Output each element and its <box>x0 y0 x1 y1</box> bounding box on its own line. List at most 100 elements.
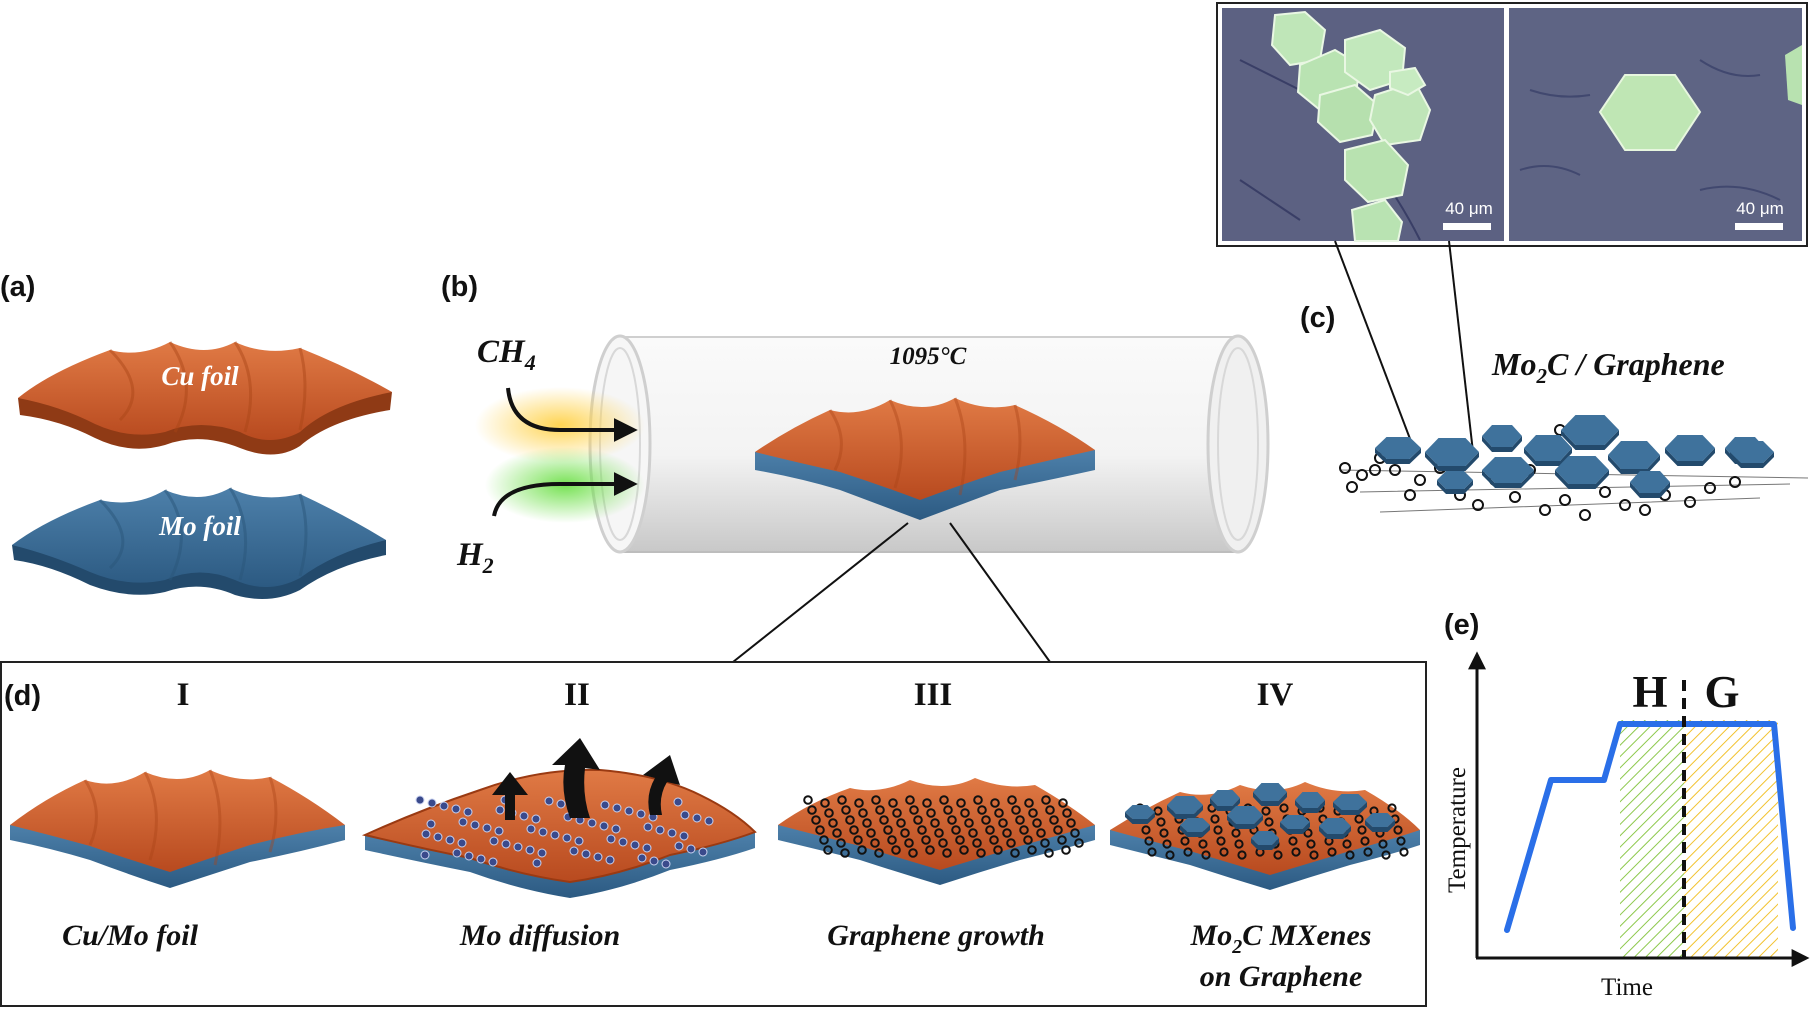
carbon-ring <box>1369 464 1381 476</box>
carbon-ring <box>981 815 991 825</box>
mo-atom <box>618 837 628 847</box>
carbon-ring <box>1261 806 1271 816</box>
carbon-ring <box>1231 828 1241 838</box>
mo-atom <box>532 858 542 868</box>
mo2c-flake <box>1630 471 1670 493</box>
mo-atom <box>600 800 610 810</box>
mo-atom <box>550 830 560 840</box>
cu-foil: Cu foil <box>18 341 392 455</box>
carbon-ring <box>1273 850 1283 860</box>
mo2c-flake-edge <box>1319 826 1351 839</box>
carbon-ring <box>900 828 910 838</box>
carbon-ring <box>964 818 974 828</box>
mo2c-flake <box>1180 818 1210 832</box>
carbon-ring <box>1360 836 1370 846</box>
mo-atom <box>433 832 443 842</box>
mo-atom <box>556 799 566 809</box>
carbon-ring <box>925 845 935 855</box>
stage-2-number: II <box>564 677 590 713</box>
carbon-ring <box>1472 499 1484 511</box>
carbon-ring <box>1011 805 1021 815</box>
carbon-ring <box>803 795 813 805</box>
x-axis-label: Time <box>1601 974 1653 1001</box>
carbon-ring <box>1141 825 1151 835</box>
carbon-ring <box>1147 847 1157 857</box>
carbon-ring <box>823 845 833 855</box>
mo2c-flake <box>1125 805 1155 819</box>
carbon-ring <box>939 795 949 805</box>
mo2c-flake-edge <box>1437 480 1473 494</box>
mo2c-flake <box>1253 783 1287 801</box>
carbon-ring <box>1345 850 1355 860</box>
mo2c-flake <box>1365 813 1395 827</box>
carbon-ring <box>1053 825 1063 835</box>
mo-atom <box>464 851 474 861</box>
mo2c-flake-edge <box>1253 792 1287 806</box>
carbon-ring <box>871 795 881 805</box>
carbon-ring <box>888 798 898 808</box>
carbon-ring <box>1234 839 1244 849</box>
diffusion-arrow-2 <box>552 738 600 818</box>
carbon-ring <box>942 848 952 858</box>
carbon-ring <box>1387 803 1397 813</box>
mo2c-flakes <box>1375 415 1774 498</box>
mo2c-flake <box>1524 435 1572 461</box>
mo2c-flake <box>1280 815 1310 829</box>
carbon-ring <box>858 808 868 818</box>
mo2c-flake <box>1167 796 1203 814</box>
carbon-ring <box>879 815 889 825</box>
mo2c-flake-edge <box>1730 452 1774 468</box>
carbon-ring <box>1619 499 1631 511</box>
carbon-ring <box>913 815 923 825</box>
zoom-line-right <box>949 522 1051 663</box>
mo-atom <box>458 817 468 827</box>
carbon-ring <box>1010 848 1020 858</box>
panel-c-title: Mo2C / Graphene <box>1491 346 1725 388</box>
mo2c-flake-edge <box>1180 825 1210 837</box>
mo2c-flake-edge <box>1251 838 1279 850</box>
carbon-ring <box>930 818 940 828</box>
panel-e-label: (e) <box>1444 609 1479 641</box>
mo2c-flake-edge <box>1555 470 1609 489</box>
panel-d-frame <box>0 661 1427 1007</box>
carbon-ring <box>955 835 965 845</box>
carbon-ring <box>875 805 885 815</box>
stage-3-caption: Graphene growth <box>827 919 1045 952</box>
carbon-ring <box>1045 805 1055 815</box>
mo-atom <box>482 823 492 833</box>
carbon-ring <box>845 815 855 825</box>
mo2c-flake-edge <box>1425 452 1479 471</box>
carbon-ring <box>1062 808 1072 818</box>
mo-atom <box>501 839 511 849</box>
carbon-ring <box>1684 496 1696 508</box>
panel-c-label: (c) <box>1300 302 1335 334</box>
scale-label-left: 40 μm <box>1445 199 1493 218</box>
carbon-ring <box>837 795 847 805</box>
carbon-ring <box>841 805 851 815</box>
carbon-ring <box>1036 828 1046 838</box>
carbon-ring <box>1342 839 1352 849</box>
carbon-ring <box>1279 803 1289 813</box>
carbon-ring <box>870 838 880 848</box>
carbon-ring <box>909 805 919 815</box>
carbon-ring <box>1579 509 1591 521</box>
stage-3-graphene-rings <box>803 795 1084 858</box>
mo2c-flake-edge <box>1665 448 1715 466</box>
mo-atom <box>605 855 615 865</box>
mo2c-flake-edge <box>1280 822 1310 834</box>
carbon-ring <box>1180 836 1190 846</box>
carbon-ring <box>854 798 864 808</box>
carbon-ring <box>819 835 829 845</box>
mo-atom <box>463 807 473 817</box>
carbon-ring <box>1019 825 1029 835</box>
zoom-line-c-left <box>1334 240 1416 453</box>
mo-atom <box>427 798 437 808</box>
carbon-ring <box>832 828 842 838</box>
carbon-ring <box>956 798 966 808</box>
carbon-ring <box>1393 825 1403 835</box>
panel-d: (d) I II III IV <box>0 661 1427 1007</box>
furnace-temperature: 1095°C <box>890 343 967 370</box>
mo-atom <box>593 852 603 862</box>
carbon-ring <box>905 795 915 805</box>
